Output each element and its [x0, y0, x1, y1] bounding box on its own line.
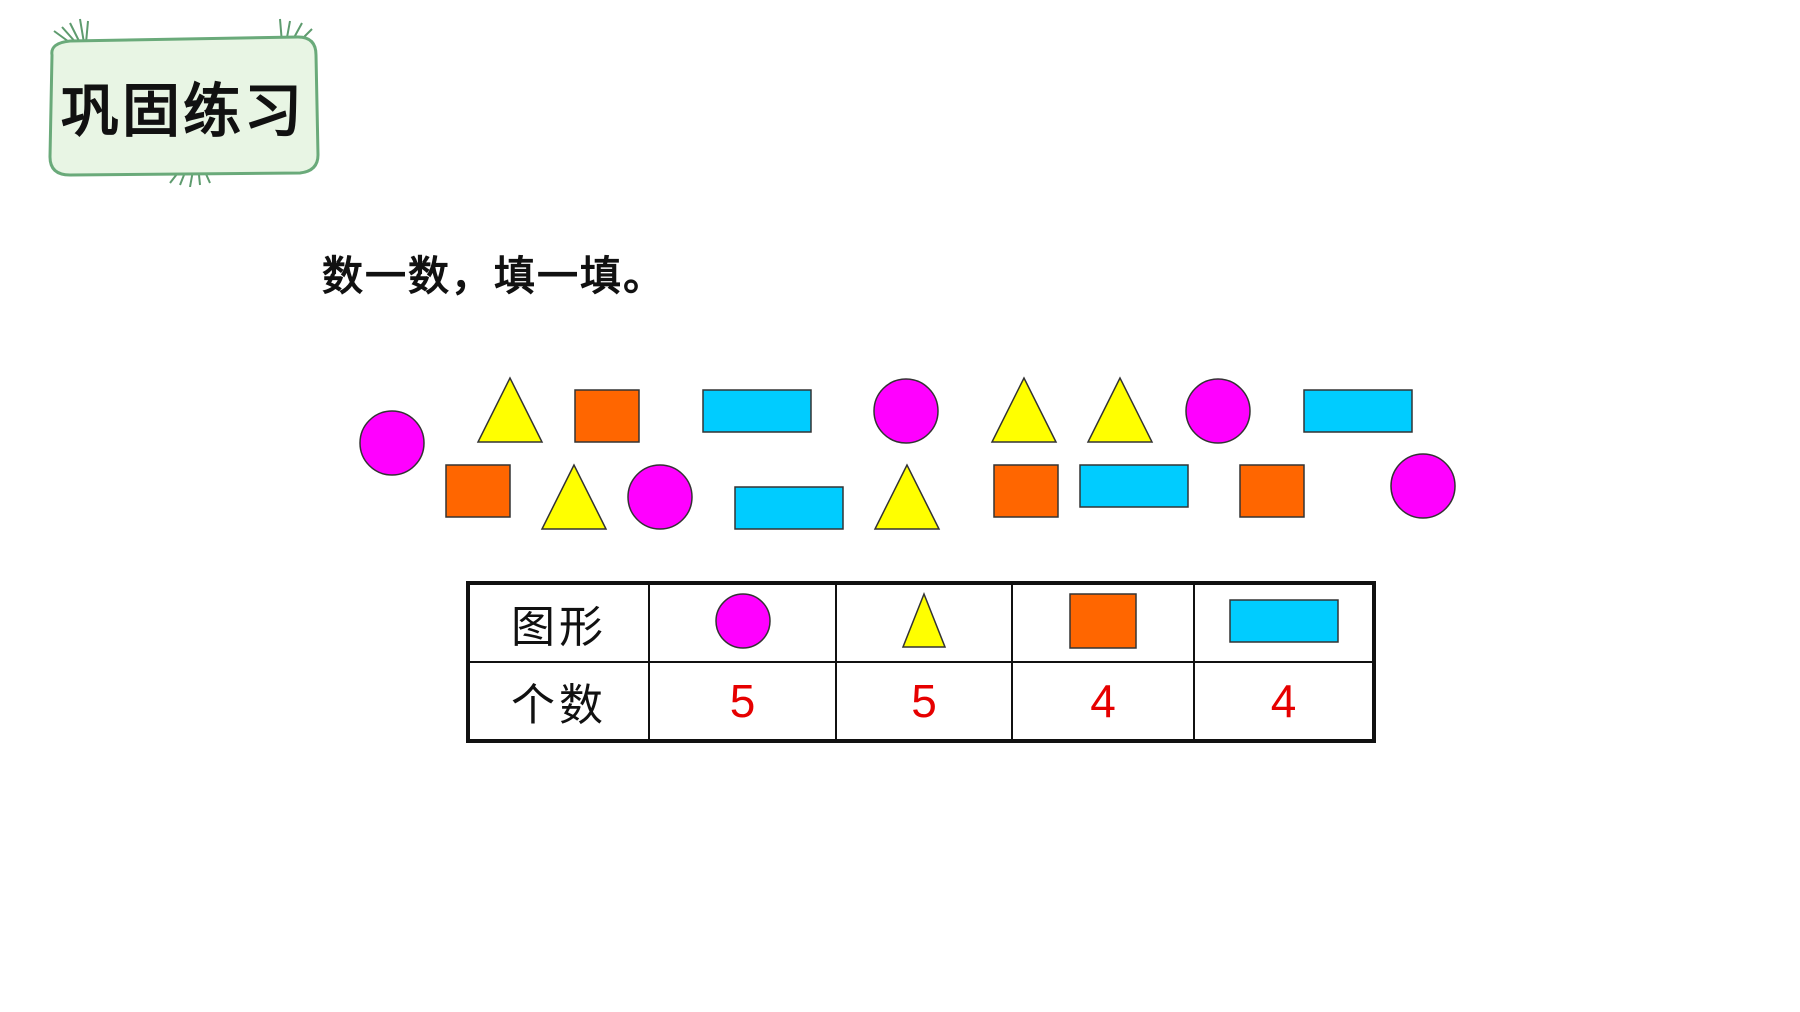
triangle-shape	[1086, 376, 1154, 443]
circle-shape	[1185, 378, 1251, 444]
shape-row: 图形	[468, 583, 1374, 663]
table-cell	[1193, 583, 1374, 663]
table-cell	[648, 583, 837, 663]
triangle-shape	[990, 376, 1058, 443]
count-row: 个数 5 5 4 4	[468, 661, 1374, 741]
rectangle-shape	[1303, 389, 1413, 433]
section-title: 巩固练习	[60, 77, 305, 145]
section-badge	[48, 18, 320, 187]
circle-icon	[714, 593, 771, 649]
rectangle-count: 4	[1193, 661, 1374, 741]
circle-shape	[873, 378, 939, 444]
instruction-text: 数一数，填一填。	[322, 252, 666, 300]
square-shape	[993, 464, 1059, 518]
triangle-shape	[540, 463, 608, 530]
square-shape	[445, 464, 511, 518]
circle-count: 5	[648, 661, 837, 741]
triangle-count: 5	[835, 661, 1013, 741]
count-table: 图形 个数 5 5 4 4	[466, 581, 1376, 743]
square-shape	[1239, 464, 1305, 518]
table-cell	[835, 583, 1013, 663]
square-count: 4	[1011, 661, 1195, 741]
triangle-icon	[901, 591, 947, 648]
row-header-count: 个数	[468, 661, 650, 741]
triangle-shape	[873, 463, 941, 530]
square-icon	[1069, 593, 1137, 649]
rectangle-shape	[702, 389, 812, 433]
rectangle-shape	[1079, 464, 1189, 508]
square-shape	[574, 389, 640, 443]
circle-shape	[359, 410, 425, 476]
rectangle-icon	[1228, 599, 1339, 643]
table-cell	[1011, 583, 1195, 663]
circle-shape	[1390, 453, 1456, 519]
triangle-shape	[476, 376, 544, 443]
rectangle-shape	[734, 486, 844, 530]
row-header-shape: 图形	[468, 583, 650, 663]
circle-shape	[627, 464, 693, 530]
